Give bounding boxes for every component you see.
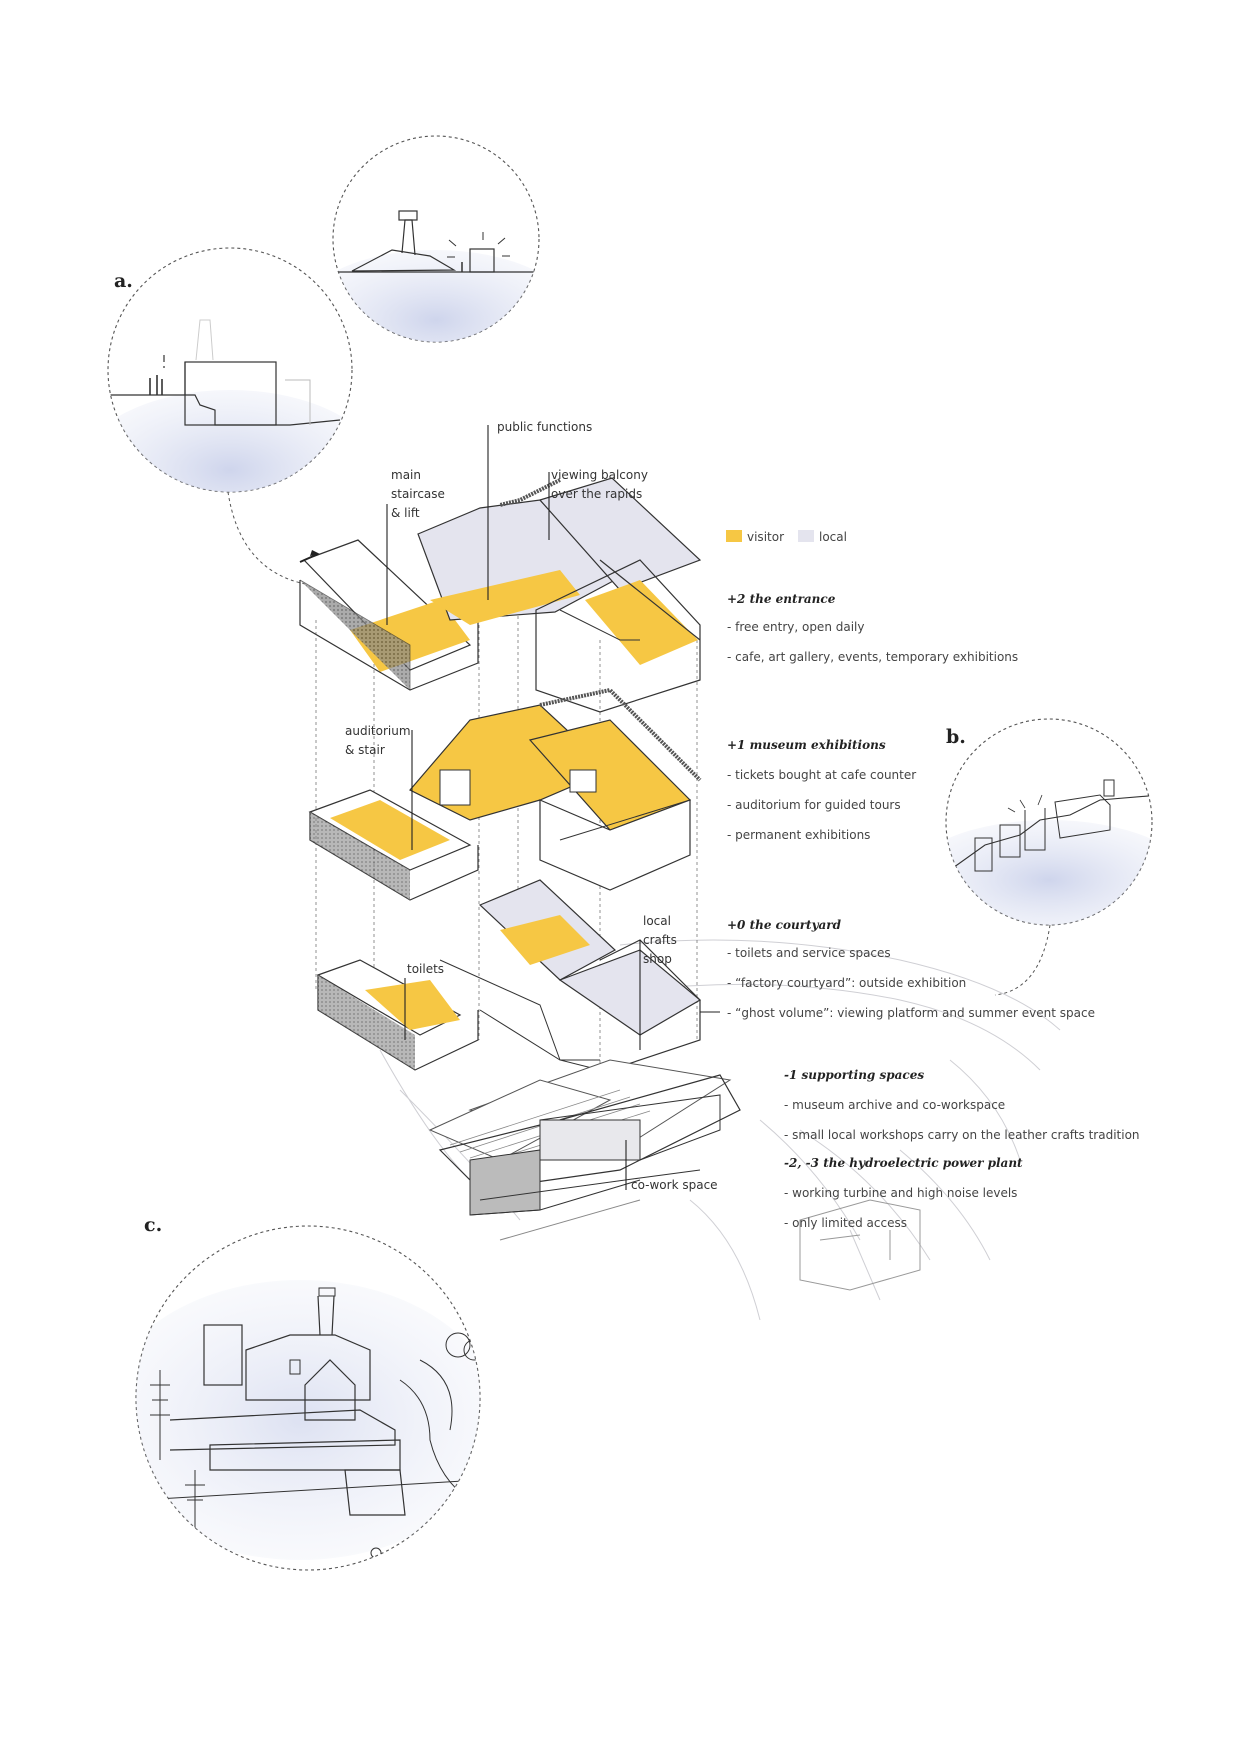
sketch-circle-b: [945, 718, 1153, 926]
level-plus2-plan: [299, 477, 702, 713]
circle-letter-c: c.: [144, 1214, 163, 1236]
label-public-functions: public functions: [497, 420, 593, 434]
level-heading: +0 the courtyard: [727, 918, 842, 932]
label-auditorium: auditorium & stair: [345, 724, 411, 757]
circle-letter-a: a.: [114, 270, 133, 292]
label-viewing-balcony: viewing balcony over the rapids: [551, 468, 648, 501]
legend-local-label: local: [819, 530, 847, 544]
level-item: - auditorium for guided tours: [727, 798, 901, 812]
legend-local-swatch: [798, 530, 814, 542]
level-item: - toilets and service spaces: [727, 946, 891, 960]
background-house: [799, 1199, 921, 1291]
level-heading: -2, -3 the hydroelectric power plant: [784, 1156, 1023, 1170]
level-item: - working turbine and high noise levels: [784, 1186, 1018, 1200]
level-item: - tickets bought at cafe counter: [727, 768, 917, 782]
terrain-lines: [379, 939, 1061, 1321]
legend-visitor-label: visitor: [747, 530, 785, 544]
alignment-lines: [315, 580, 698, 1070]
level-0-plan: [316, 879, 702, 1071]
level-item: - only limited access: [784, 1216, 907, 1230]
circle-letter-b: b.: [946, 726, 966, 748]
level-item: - museum archive and co-workspace: [784, 1098, 1006, 1112]
level-item: - permanent exhibitions: [727, 828, 871, 842]
sketch-circle-c: [135, 1225, 481, 1571]
leader-a: [227, 491, 306, 585]
level-heading: -1 supporting spaces: [784, 1068, 925, 1082]
leader-lines: [386, 425, 720, 1190]
label-cowork: co-work space: [631, 1178, 718, 1192]
level-item: - “factory courtyard”: outside exhibitio…: [727, 976, 967, 990]
level-minus1-plan: [428, 1059, 741, 1241]
level-item: - free entry, open daily: [727, 620, 865, 634]
level-heading: +2 the entrance: [727, 592, 836, 606]
label-local-crafts: local crafts shop: [643, 914, 677, 966]
leader-b: [994, 924, 1051, 996]
sketch-circle-top: [332, 135, 540, 343]
level-item: - “ghost volume”: viewing platform and s…: [727, 1006, 1095, 1020]
label-toilets: toilets: [407, 962, 445, 976]
level-item: - small local workshops carry on the lea…: [784, 1128, 1140, 1142]
level-item: - cafe, art gallery, events, temporary e…: [727, 650, 1019, 664]
label-main-staircase: main staircase & lift: [391, 468, 445, 520]
legend-visitor-swatch: [726, 530, 742, 542]
sketch-circle-a: [107, 247, 353, 493]
level-heading: +1 museum exhibitions: [727, 738, 886, 752]
level-plus1-plan: [308, 687, 702, 901]
